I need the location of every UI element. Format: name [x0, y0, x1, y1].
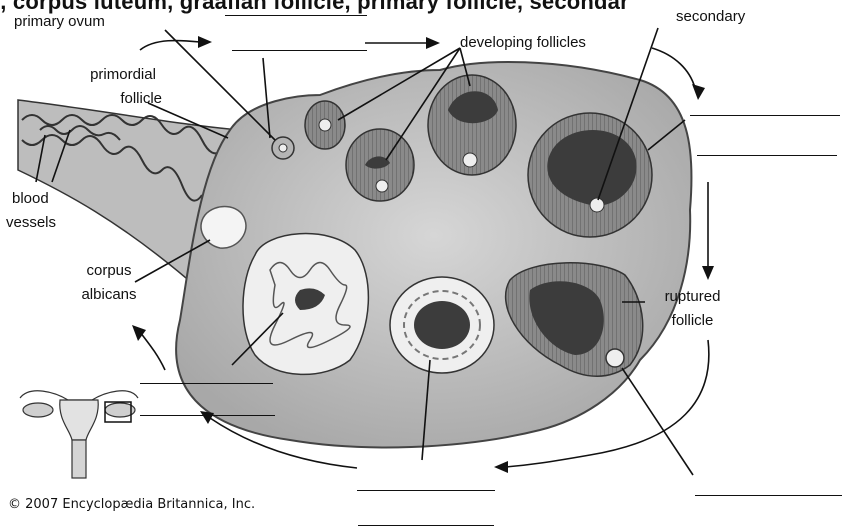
uterus-inset	[20, 391, 138, 478]
answer-blank-right-1[interactable]	[690, 115, 840, 116]
copyright-notice: © 2007 Encyclopædia Britannica, Inc.	[8, 497, 255, 512]
label-developing-follicles: developing follicles	[460, 34, 586, 52]
label-corpus-albicans: corpus albicans	[70, 262, 148, 304]
degenerating-follicle-shape	[390, 277, 494, 373]
label-primordial-line2: follicle	[78, 90, 168, 108]
label-blood-line1: blood	[6, 190, 61, 208]
answer-blank-left-2[interactable]	[140, 415, 275, 416]
label-ruptured-line1: ruptured	[650, 288, 735, 306]
label-primary-ovum: primary ovum	[14, 13, 105, 31]
answer-blank-bottom-1[interactable]	[357, 490, 495, 491]
label-corpus-line1: corpus	[70, 262, 148, 280]
released-ovum	[606, 349, 624, 367]
answer-blank-bottom-right[interactable]	[695, 495, 842, 496]
label-secondary: secondary	[676, 8, 745, 26]
label-ruptured-line2: follicle	[650, 312, 735, 330]
answer-blank-right-2[interactable]	[697, 155, 837, 156]
label-blood-vessels: blood vessels	[6, 190, 61, 232]
answer-blank-top-2[interactable]	[232, 50, 367, 51]
corpus-luteum-shape	[243, 234, 368, 375]
label-primordial-line1: primordial	[78, 66, 168, 84]
label-blood-line2: vessels	[6, 214, 61, 232]
answer-blank-left-1[interactable]	[140, 383, 273, 384]
label-ruptured-follicle: ruptured follicle	[650, 288, 735, 330]
answer-blank-top-1[interactable]	[225, 15, 367, 16]
answer-blank-bottom-2[interactable]	[358, 525, 494, 526]
label-primordial-follicle: primordial follicle	[78, 66, 168, 108]
label-corpus-line2: albicans	[70, 286, 148, 304]
